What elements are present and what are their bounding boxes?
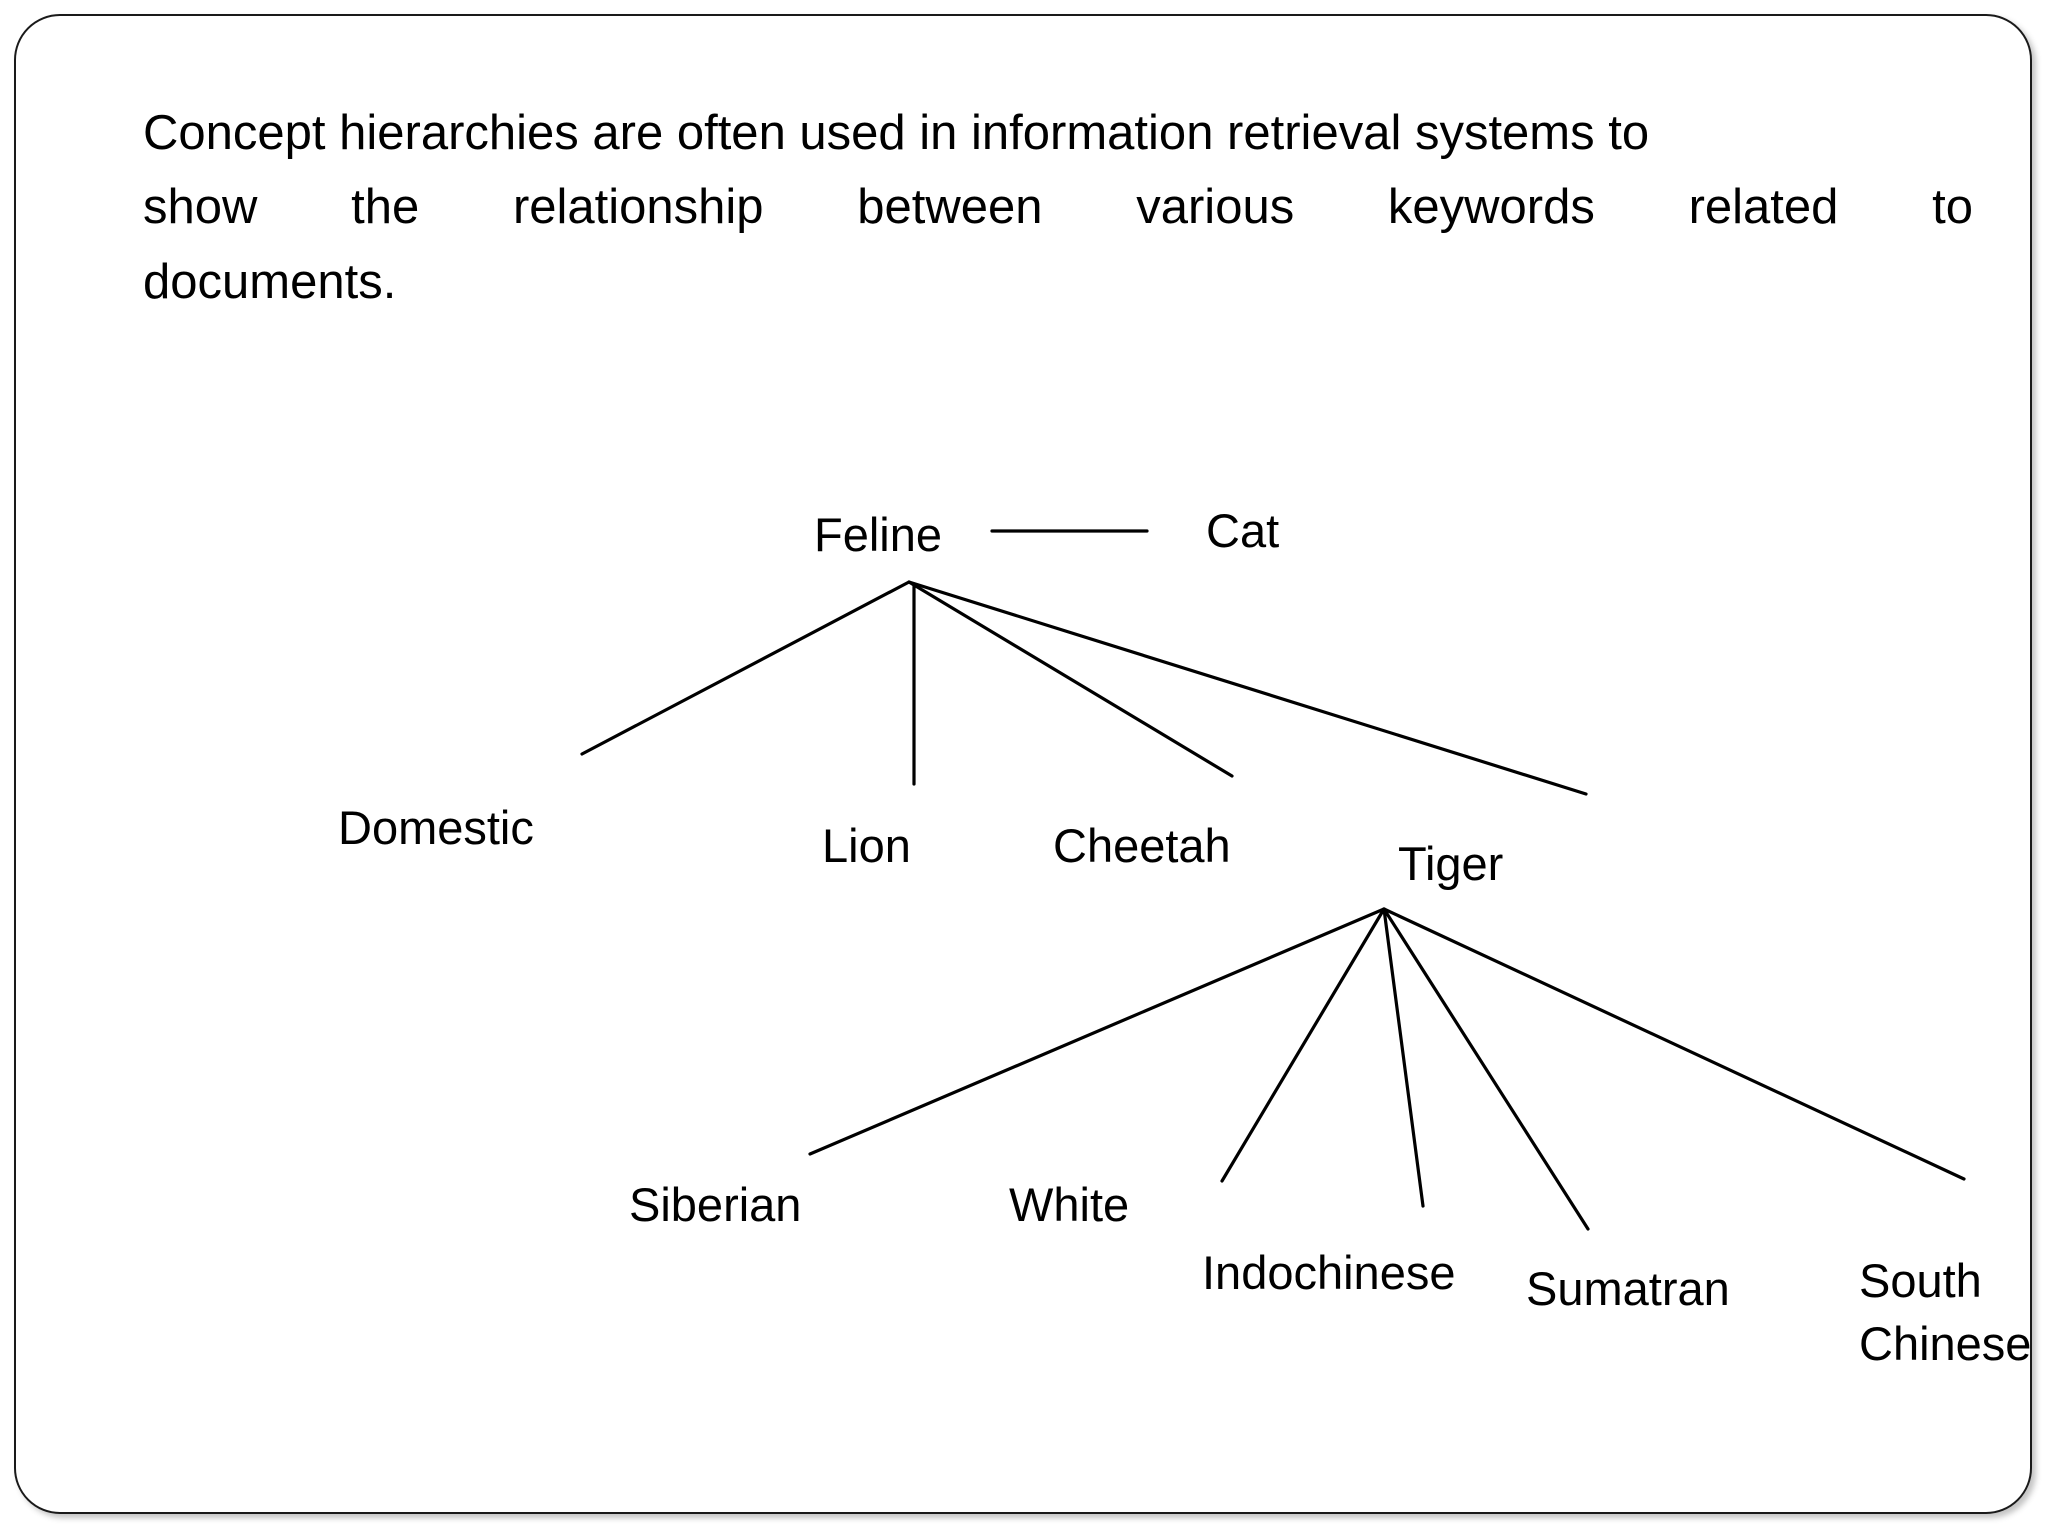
node-lion[interactable]: Lion xyxy=(822,819,911,872)
node-siberian[interactable]: Siberian xyxy=(629,1178,802,1231)
paragraph-line-3: documents. xyxy=(143,254,397,309)
edge-tiger-white xyxy=(1220,907,1386,1183)
edge-tiger-indochinese xyxy=(1382,907,1425,1208)
paragraph-line-2: show the relationship between various ke… xyxy=(143,180,1973,235)
node-tiger[interactable]: Tiger xyxy=(1398,837,1504,890)
node-feline[interactable]: Feline xyxy=(814,508,943,561)
slide-frame: Concept hierarchies are often used in in… xyxy=(14,14,2032,1514)
edge-feline-cheetah xyxy=(907,580,1234,778)
node-sumatran[interactable]: Sumatran xyxy=(1526,1262,1730,1315)
edge-tiger-siberian xyxy=(808,907,1386,1156)
node-cheetah[interactable]: Cheetah xyxy=(1053,819,1231,872)
node-indochinese[interactable]: Indochinese xyxy=(1202,1246,1456,1299)
edge-feline-tiger xyxy=(907,580,1588,796)
edge-tiger-sumatran xyxy=(1382,907,1590,1231)
node-domestic[interactable]: Domestic xyxy=(338,801,534,854)
node-cat[interactable]: Cat xyxy=(1206,504,1280,557)
paragraph-line-1: Concept hierarchies are often used in in… xyxy=(143,106,1650,160)
node-white[interactable]: White xyxy=(1009,1178,1130,1231)
edge-feline-domestic xyxy=(580,580,911,756)
edge-tiger-south-chinese xyxy=(1382,907,1966,1181)
node-south[interactable]: South xyxy=(1859,1254,1982,1307)
intro-paragraph: Concept hierarchies are often used in in… xyxy=(143,96,1973,319)
node-chinese[interactable]: Chinese xyxy=(1859,1317,2032,1370)
